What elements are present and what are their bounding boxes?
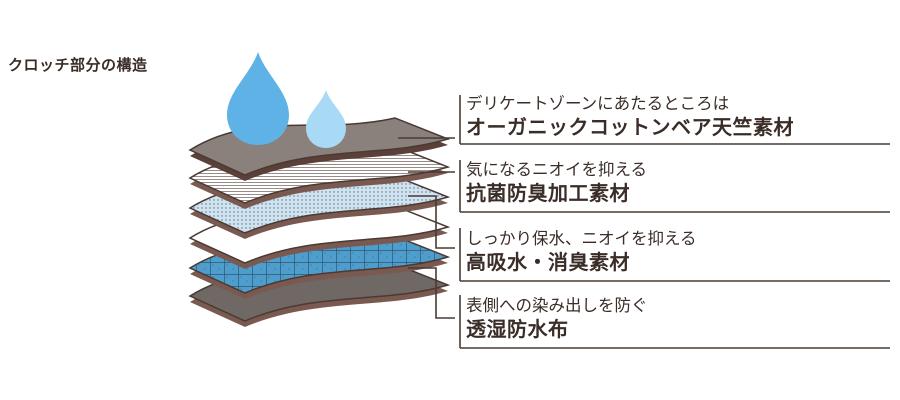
water-drop-large-icon xyxy=(227,52,289,145)
label-connectors xyxy=(398,95,890,349)
layer-material: オーガニックコットンベア天竺素材 xyxy=(466,115,794,139)
layer-material: 透湿防水布 xyxy=(466,317,569,341)
layer-description: デリケートゾーンにあたるところは xyxy=(466,94,730,113)
layer-label-3: しっかり保水、ニオイを抑える 高吸水・消臭素材 xyxy=(466,229,697,275)
layer-label-1: デリケートゾーンにあたるところは オーガニックコットンベア天竺素材 xyxy=(466,94,794,140)
diagram-title: クロッチ部分の構造 xyxy=(8,56,148,74)
layer-label-4: 表側への染み出しを防ぐ 透湿防水布 xyxy=(466,296,648,342)
layer-description: しっかり保水、ニオイを抑える xyxy=(466,229,697,248)
layer-label-2: 気になるニオイを抑える 抗菌防臭加工素材 xyxy=(466,160,647,206)
water-drop-small-icon xyxy=(306,90,346,148)
layer-material: 高吸水・消臭素材 xyxy=(466,250,630,274)
layer-description: 表側への染み出しを防ぐ xyxy=(466,296,648,315)
layer-description: 気になるニオイを抑える xyxy=(466,160,648,179)
layer-material: 抗菌防臭加工素材 xyxy=(466,181,630,205)
